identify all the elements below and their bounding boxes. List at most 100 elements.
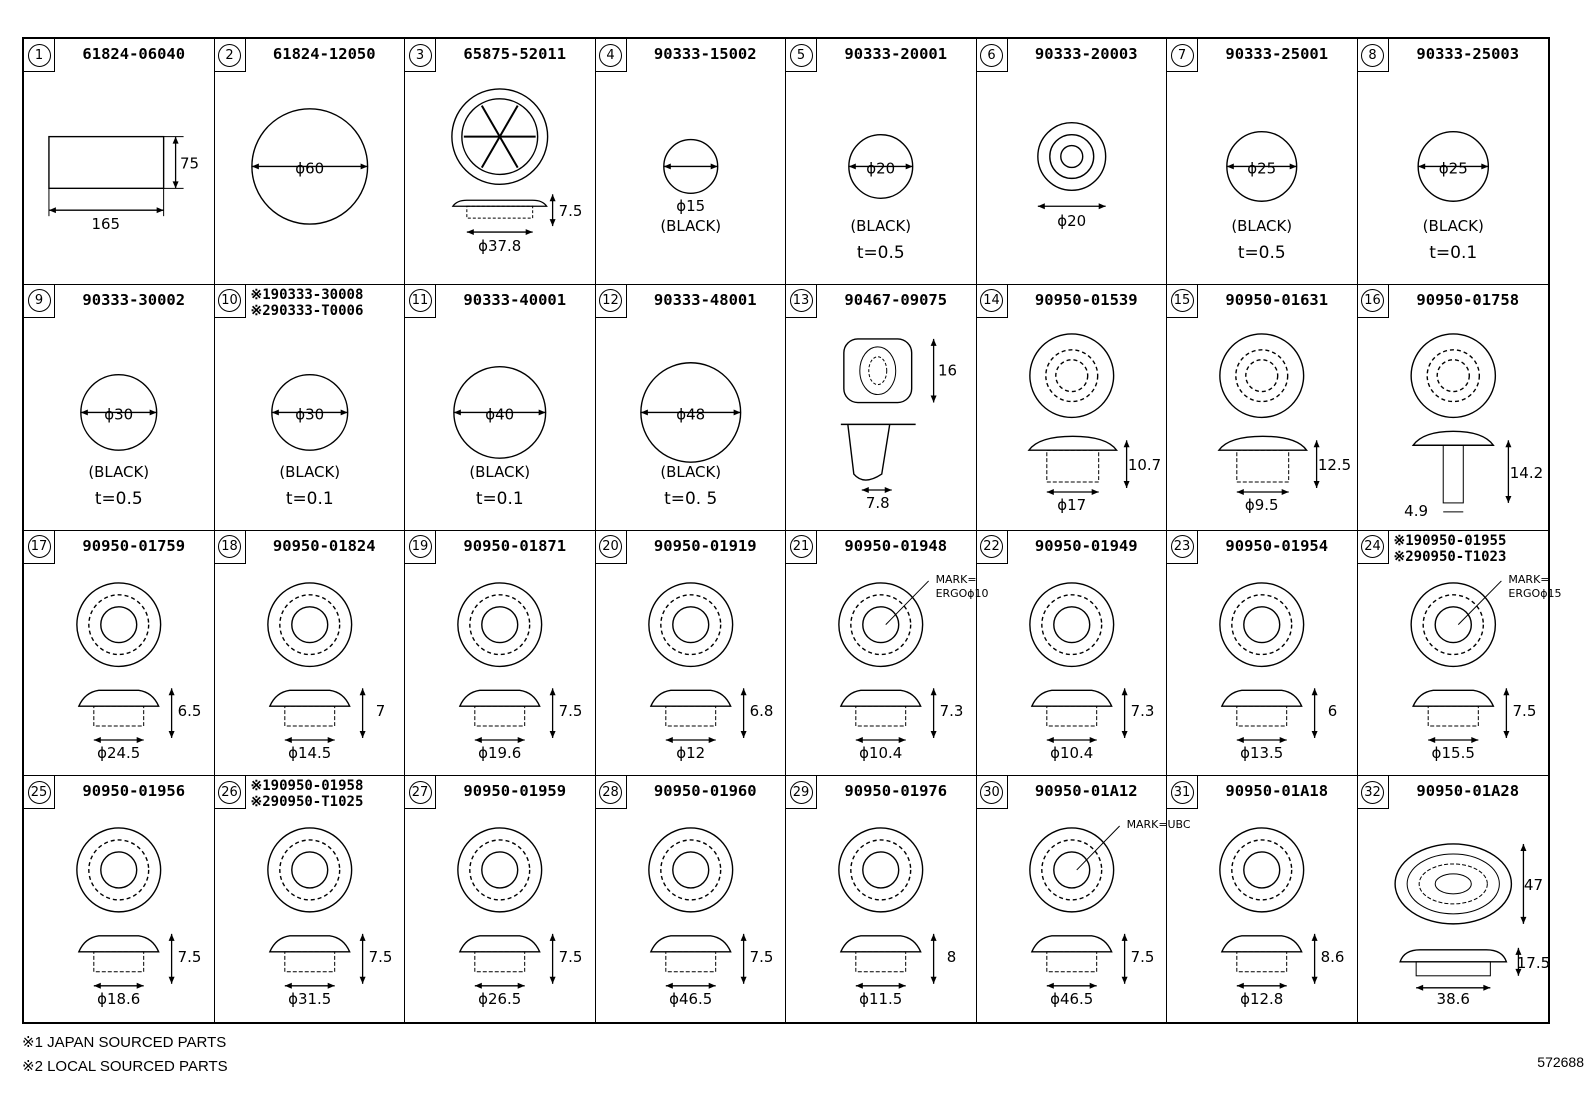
part-drawing: ϕ19.67.5 (457, 581, 583, 761)
height-label: 75 (180, 154, 199, 172)
part-number-line: ※190333-30008 (250, 286, 364, 303)
part-number: 90333-25003 (1416, 45, 1520, 63)
part-drawing: 165 75 (48, 135, 199, 233)
fastener-top-view (1028, 332, 1114, 418)
part-drawing: ϕ14.57 (266, 581, 385, 761)
width-label: 165 (92, 215, 121, 233)
part-index-number: 11 (408, 289, 432, 313)
thickness-label: t=0. 5 (664, 488, 717, 508)
diameter-label: ϕ20 (1057, 212, 1086, 230)
part-number: 90950-01631 (1225, 290, 1329, 309)
height-label: 6.8 (749, 702, 773, 720)
height-label: 8 (947, 948, 957, 966)
plug-top-view (1219, 581, 1305, 667)
part-number: 90333-40001 (463, 290, 567, 309)
plug-top-view (838, 827, 924, 913)
part-index-number: 22 (980, 535, 1003, 558)
part-index-box: 16 (1357, 284, 1389, 318)
part-index-box: 2 (214, 39, 246, 72)
part-index-box: 3 (405, 39, 436, 72)
part-number-multi: ※190333-30008※290333-T0006 (251, 287, 403, 319)
part-index-number: 24 (1361, 535, 1384, 558)
height-label: 7.5 (178, 948, 202, 966)
plug-top-view (647, 581, 733, 667)
part-number: 90950-01949 (1034, 536, 1138, 555)
part-index-box: 24 (1357, 530, 1389, 564)
diameter-label: ϕ18.6 (97, 990, 140, 1008)
part-index-box: 15 (1167, 284, 1198, 318)
part-number-line: ※190950-01958 (250, 778, 364, 795)
disc-outline (1416, 130, 1489, 202)
part-drawing: ϕ18.6 7.5 (76, 827, 202, 1008)
part-drawing: ϕ37.87.5 (451, 88, 582, 255)
part-index-number: 27 (408, 780, 432, 804)
mark-label-2: ERGOϕ10 (936, 586, 989, 599)
diameter-label: 38.6 (1436, 990, 1469, 1008)
diameter-label: ϕ31.5 (288, 990, 331, 1008)
part-index-number: 10 (218, 289, 241, 313)
part-index-number: 26 (218, 780, 241, 804)
diameter-label: ϕ12.8 (1240, 990, 1283, 1008)
height-label: 8.6 (1321, 948, 1345, 966)
part-index-box: 30 (976, 776, 1008, 810)
part-index-box: 17 (24, 530, 55, 564)
part-number: 90950-01A18 (1225, 782, 1329, 801)
diameter-label: ϕ25 (1438, 159, 1467, 177)
diameter-label: ϕ13.5 (1240, 743, 1283, 761)
plug-top-view (1028, 581, 1114, 667)
thickness-label: t=0.1 (285, 488, 333, 508)
diameter-label: ϕ10.4 (1050, 743, 1093, 761)
height-label: 10.7 (1127, 456, 1160, 474)
diameter-label: ϕ30 (295, 405, 324, 423)
diameter-label: ϕ10.4 (859, 743, 902, 761)
part-number: 90950-01954 (1225, 536, 1329, 555)
part-index-box: 4 (595, 39, 627, 72)
plug-top-view (647, 827, 733, 913)
footnote-local: ※2 LOCAL SOURCED PARTS (22, 1058, 228, 1075)
plug-top-view (266, 827, 352, 913)
height-label: 14.2 (1509, 464, 1542, 482)
fastener-top-view (1219, 332, 1305, 418)
part-index-number: 31 (1170, 780, 1194, 804)
part-number: 90950-01A28 (1416, 782, 1520, 801)
diameter-label: ϕ46.5 (1050, 990, 1093, 1008)
part-number: 61824-06040 (82, 45, 186, 63)
thickness-label: t=0.5 (95, 488, 143, 508)
clip-head-top-view (843, 337, 913, 403)
part-index-number: 18 (218, 535, 241, 558)
diameter-label: ϕ12 (676, 743, 705, 761)
color-label: (BLACK) (469, 463, 530, 481)
part-number: 90950-01959 (463, 782, 567, 801)
part-index-number: 32 (1361, 780, 1384, 804)
part-drawing: 167.8 (840, 337, 957, 512)
reference-number: 572688 (1537, 1054, 1584, 1070)
part-index-number: 1 (27, 43, 51, 67)
height-label: 7.5 (559, 702, 583, 720)
part-index-box: 5 (786, 39, 817, 72)
part-index-number: 21 (789, 535, 813, 558)
diameter-label: ϕ30 (104, 405, 133, 423)
part-number: 90950-01539 (1034, 290, 1138, 309)
height-label: 6.5 (178, 702, 202, 720)
part-index-number: 19 (408, 535, 432, 558)
part-index-number: 16 (1361, 289, 1384, 313)
part-drawing: ϕ13.56 (1219, 581, 1337, 761)
part-number: 90333-30002 (82, 290, 186, 309)
part-number: 90950-01758 (1416, 290, 1520, 309)
diameter-label: ϕ24.5 (97, 743, 140, 761)
part-number: 61824-12050 (272, 45, 376, 63)
